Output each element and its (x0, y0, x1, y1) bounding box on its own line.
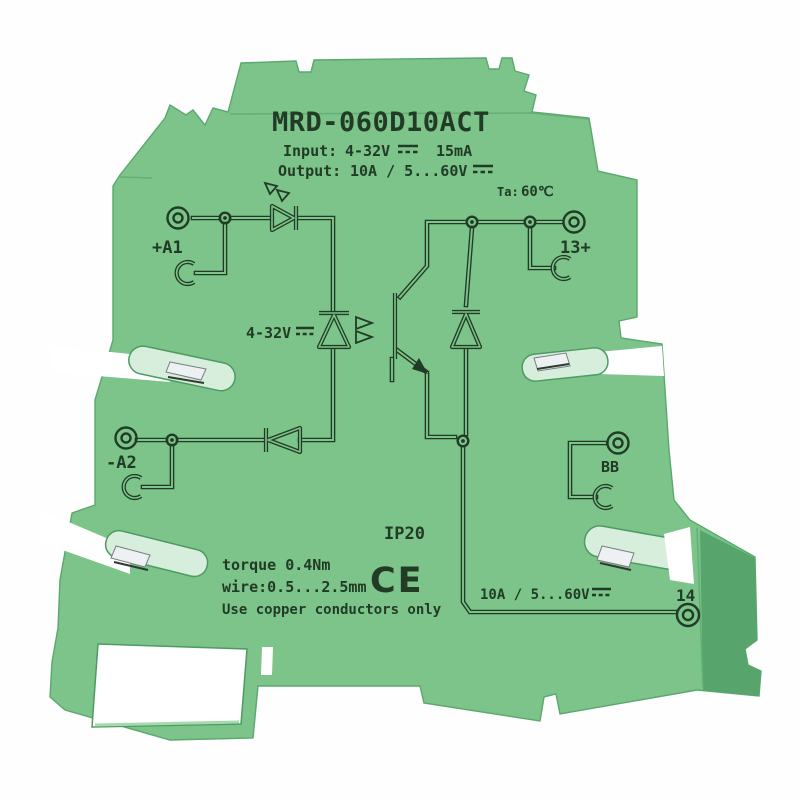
terminal-slot-left-lower (40, 510, 209, 578)
terminal-label-13: 13+ (560, 238, 591, 258)
din-foot (91, 643, 273, 728)
component-symbols-core (122, 205, 613, 509)
ambient-temp-value: 60℃ (521, 184, 554, 200)
terminal-ring-bb (606, 431, 630, 455)
module-side-face (700, 530, 761, 696)
schematic (114, 144, 701, 628)
terminal-slot-left-upper (50, 345, 236, 392)
dc-symbol (296, 144, 611, 597)
terminal-ring-a1 (166, 206, 190, 230)
foot-latch-hole (91, 643, 248, 728)
relay-module: MRD-060D10ACT Input: 4-32V 15mA Output: … (40, 57, 762, 741)
conductor-note-marking: Use copper conductors only (222, 602, 442, 618)
slot-clamp-metal (596, 545, 635, 568)
front-edge-seam (696, 527, 704, 689)
slot-clamp-shadow (113, 561, 149, 571)
schematic-wires-core (136, 217, 676, 613)
input-voltage-value: 4-32V (345, 142, 390, 160)
top-block-seam (229, 112, 590, 120)
opto-arrow-icon (355, 315, 375, 331)
schematic-voltage-label: 4-32V (246, 324, 291, 342)
model-label: MRD-060D10ACT (272, 107, 490, 138)
slot-clamp-shadow (599, 562, 632, 571)
slot-clamp-metal (533, 352, 571, 372)
junction-node (165, 211, 537, 448)
terminal-label-a1: +A1 (152, 238, 183, 258)
slot-opening (664, 527, 694, 584)
terminal-label-bb: BB (601, 458, 619, 476)
slot-recess (104, 529, 209, 578)
slot-clamp-metal (110, 545, 151, 568)
slot-clamp-metal (165, 361, 207, 381)
terminal-ring-14 (675, 602, 701, 628)
terminal-slot-right-upper (521, 346, 664, 382)
foot-hole-lip (94, 720, 240, 727)
left-ledge-seam (119, 176, 153, 179)
terminal-ring-13 (562, 210, 586, 234)
input-label: Input: (283, 142, 337, 160)
output-label: Output: (278, 162, 341, 180)
foot-slit (261, 647, 273, 675)
wire-range-marking: wire:0.5...2.5mm (222, 578, 367, 596)
terminal-ring-a2 (114, 426, 138, 450)
terminal-label-14: 14 (676, 586, 695, 605)
ambient-temp-label: Ta: (497, 185, 519, 199)
ip-rating-label: IP20 (384, 524, 425, 544)
terminal-slot-right-lower (583, 525, 694, 584)
ce-mark: CE (370, 561, 424, 601)
output-rating-value: 10A / 5...60V (350, 162, 467, 180)
opto-arrow-icon (355, 329, 375, 345)
slot-opening (40, 510, 130, 574)
terminal-label-a2: -A2 (106, 453, 137, 473)
slot-clamp-shadow (167, 376, 205, 384)
torque-marking: torque 0.4Nm (222, 556, 330, 574)
input-current-value: 15mA (436, 142, 472, 160)
led-arrow-icon (263, 181, 279, 196)
slot-opening (598, 346, 664, 376)
output-rating-bottom-label: 10A / 5...60V (480, 587, 590, 603)
emitter-arrow-icon (412, 358, 428, 374)
led-arrow-icon (275, 188, 291, 203)
slot-clamp-shadow (536, 363, 570, 370)
